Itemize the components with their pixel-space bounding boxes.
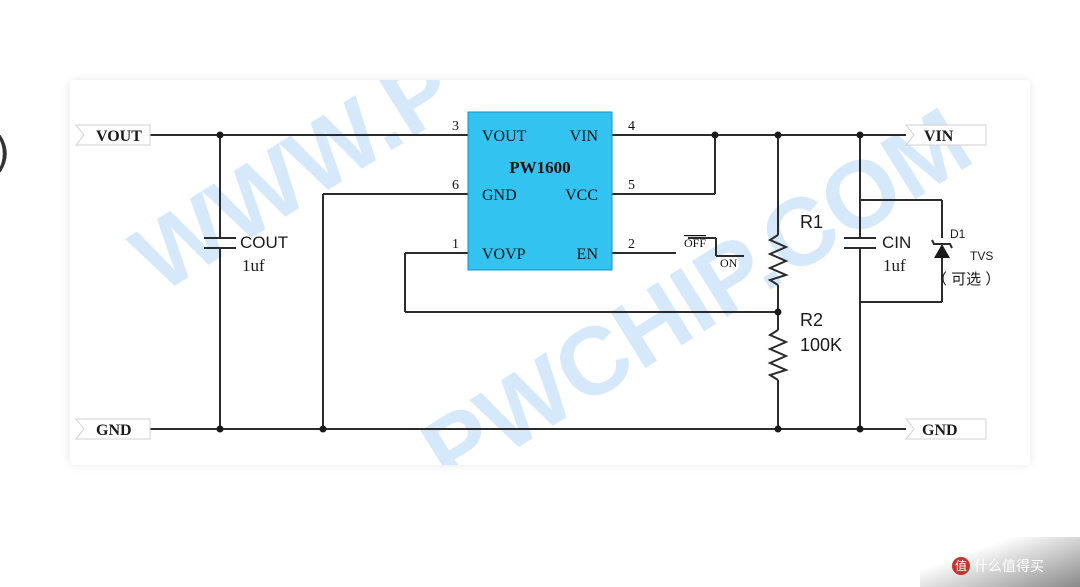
- pin-vin-number: 4: [628, 119, 635, 134]
- junction-dots: [216, 131, 864, 433]
- d1-type: TVS: [970, 249, 993, 263]
- port-gnd-right-label: GND: [922, 422, 958, 439]
- cin-name: CIN: [882, 233, 911, 252]
- circuit-schematic: WWW.P PWCHIP.COM: [74, 80, 1000, 465]
- en-switch-on: ON: [720, 256, 738, 270]
- diode-d1: D1 TVS （ 可选 ）: [931, 227, 1000, 288]
- en-switch-off: OFF: [684, 236, 706, 250]
- pin-numbers: 3 6 1 4 5 2: [452, 119, 635, 252]
- cout-value: 1uf: [242, 256, 265, 275]
- r1-name: R1: [800, 212, 823, 232]
- edge-text-fragment: ): [0, 128, 10, 177]
- brand-logo-icon: 值: [952, 557, 970, 575]
- en-switch: OFF ON: [684, 236, 744, 270]
- footer-brand-text: 什么值得买: [974, 559, 1044, 575]
- port-gnd-left: GND: [74, 418, 151, 440]
- corner-shade: [920, 537, 1080, 587]
- wires: [150, 134, 943, 430]
- pin-vovp-number: 1: [452, 237, 459, 252]
- pin-en-number: 2: [628, 237, 635, 252]
- pin-vcc-label: VCC: [565, 187, 598, 204]
- port-vin-label: VIN: [924, 128, 954, 145]
- port-vin: VIN: [904, 124, 987, 146]
- resistor-r2: R2 100K: [767, 310, 842, 381]
- port-vout: VOUT: [74, 124, 151, 146]
- pin-vout-label: VOUT: [482, 128, 527, 145]
- capacitor-cout: COUT 1uf: [204, 233, 288, 275]
- cout-name: COUT: [240, 233, 288, 252]
- d1-name: D1: [950, 227, 966, 241]
- pin-gnd-label: GND: [482, 187, 517, 204]
- pin-vcc-number: 5: [628, 178, 635, 193]
- capacitor-cin: CIN 1uf: [844, 233, 911, 275]
- r2-value: 100K: [800, 335, 842, 355]
- chip-name: PW1600: [509, 158, 570, 177]
- d1-note: （ 可选 ）: [932, 271, 1000, 288]
- r2-name: R2: [800, 310, 823, 330]
- chip-pw1600: PW1600 VOUT VIN GND VCC VOVP EN: [467, 111, 613, 271]
- resistor-r1: R1: [767, 212, 823, 286]
- pin-vout-number: 3: [452, 119, 459, 134]
- port-gnd-left-label: GND: [96, 422, 132, 439]
- pin-vovp-label: VOVP: [482, 246, 526, 263]
- port-gnd-right: GND: [904, 418, 987, 440]
- schematic-card: WWW.P PWCHIP.COM: [70, 80, 1030, 465]
- pin-vin-label: VIN: [570, 128, 599, 145]
- footer-brand: 值 什么值得买: [952, 556, 1044, 576]
- watermark-text-top: WWW.P: [114, 80, 474, 313]
- cin-value: 1uf: [883, 256, 906, 275]
- port-vout-label: VOUT: [96, 128, 142, 145]
- pin-gnd-number: 6: [452, 178, 459, 193]
- pin-en-label: EN: [577, 246, 599, 263]
